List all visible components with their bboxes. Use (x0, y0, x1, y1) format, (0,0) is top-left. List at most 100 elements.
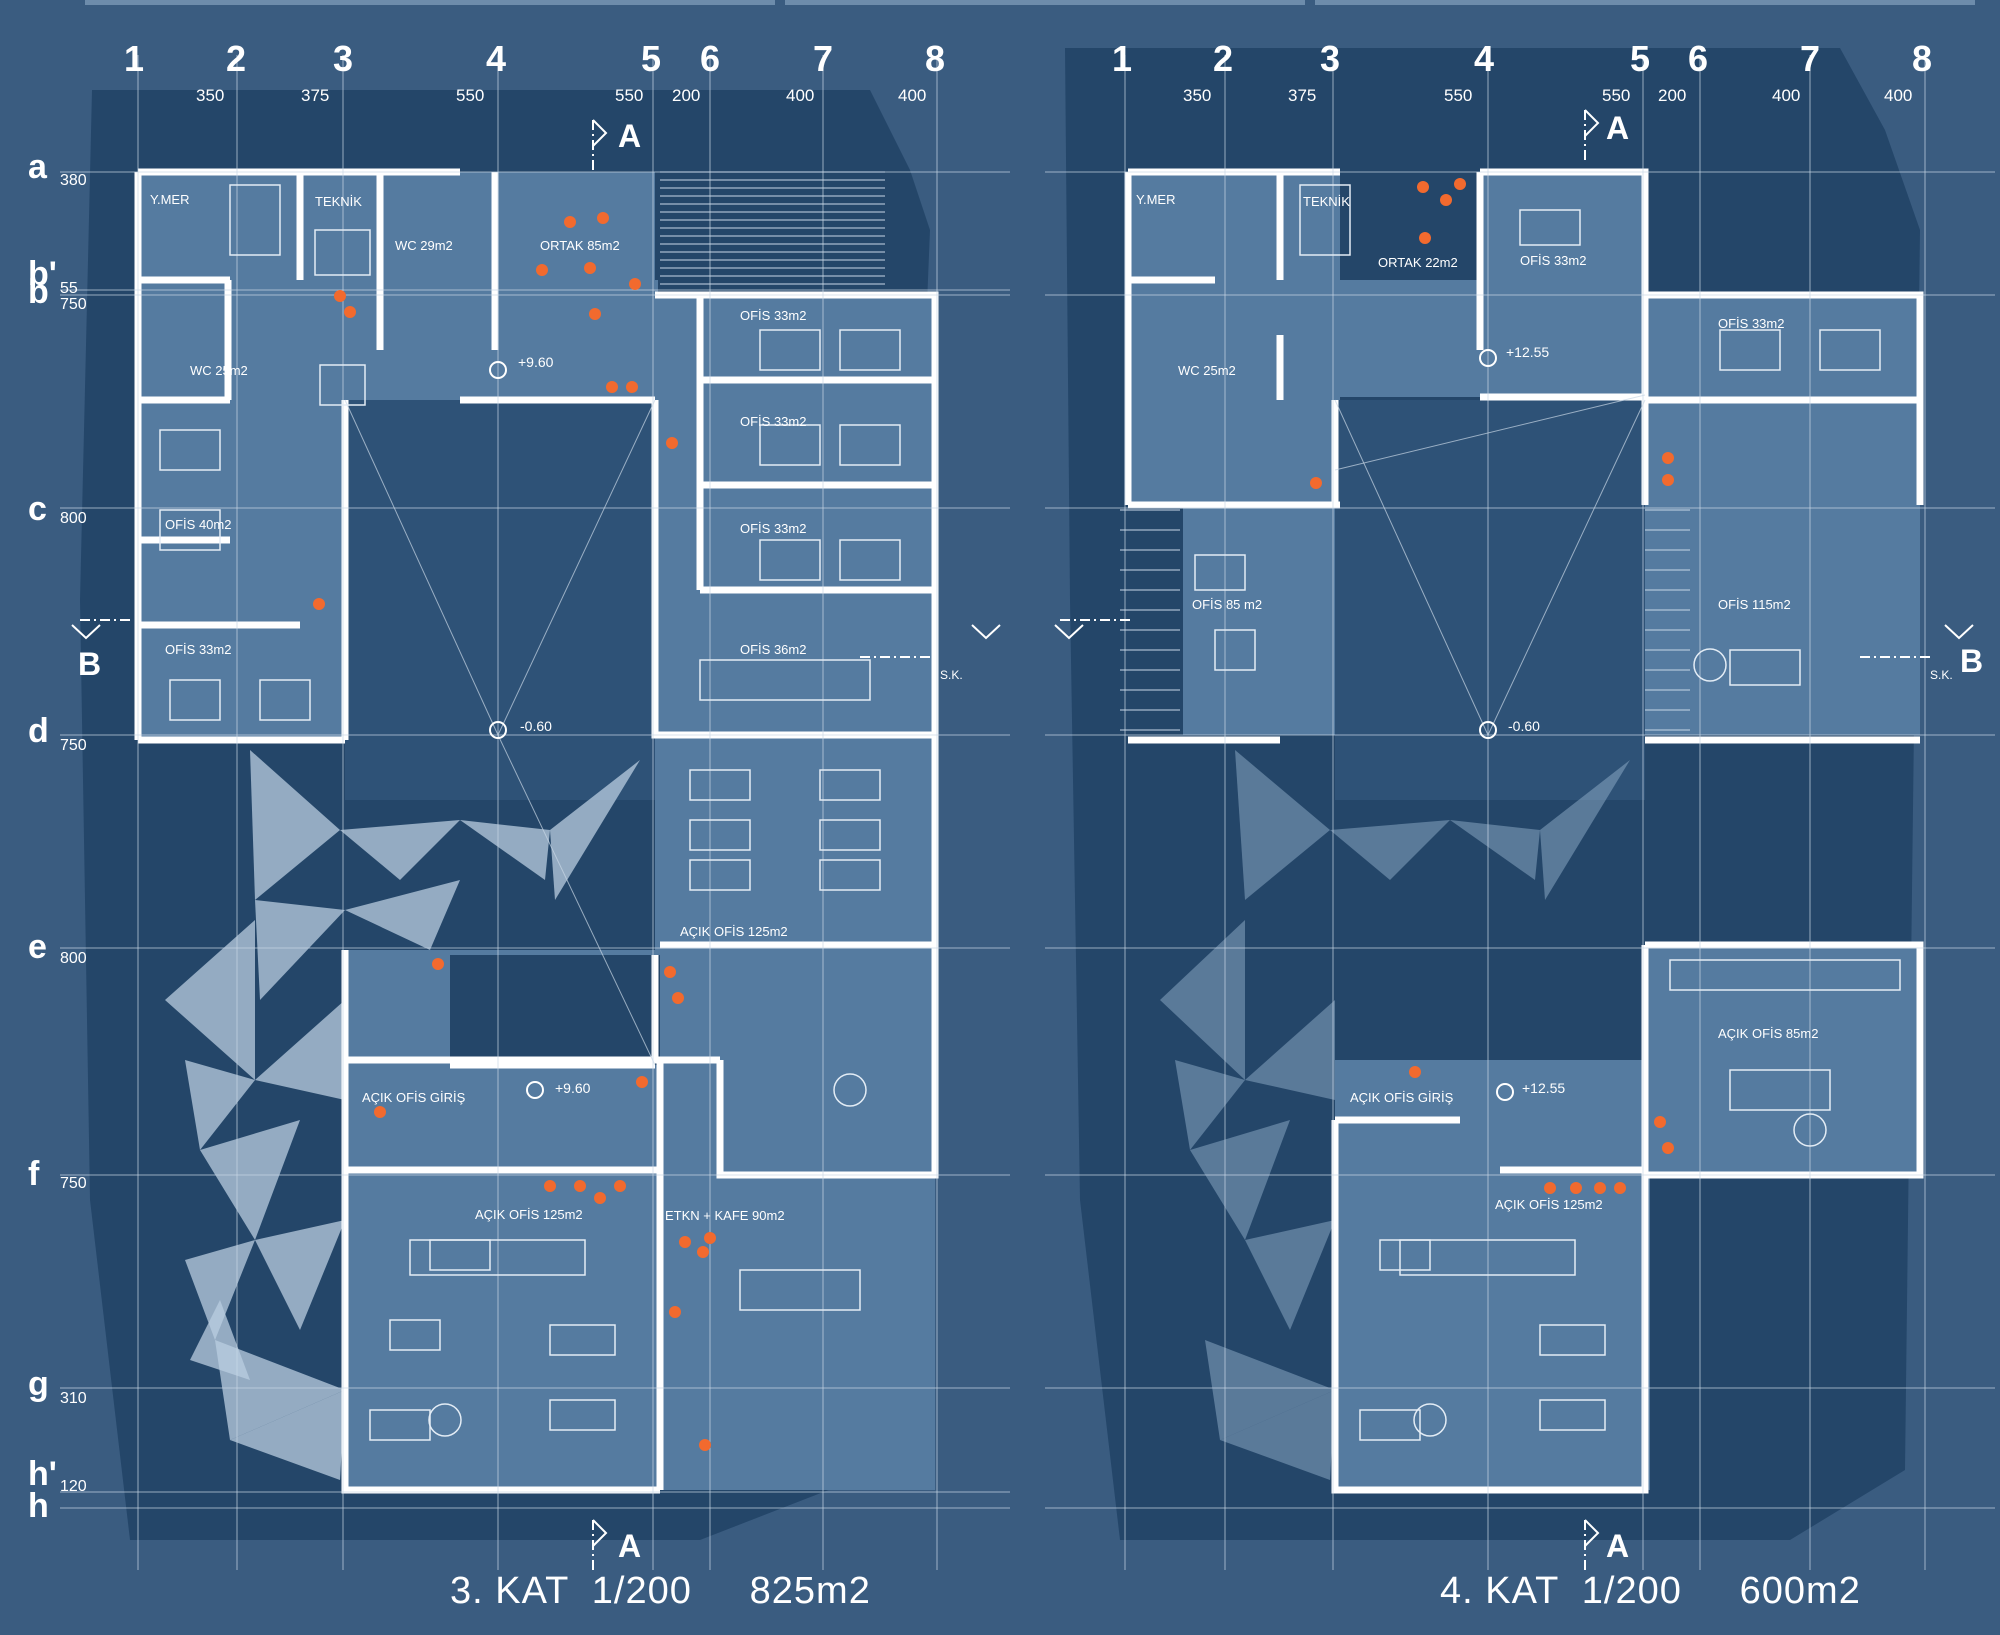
plan-3-kat (60, 55, 1010, 1570)
axis-col-7: 7 (813, 38, 834, 79)
room-label: AÇIK OFİS 125m2 (475, 1207, 583, 1222)
axis-col-1: 1 (124, 38, 145, 79)
room-label: AÇIK OFİS GİRİŞ (1350, 1090, 1454, 1105)
room-label: Y.MER (1136, 192, 1176, 207)
plan-4-kat (1045, 48, 1995, 1570)
row-dim-9: 120 (60, 1478, 87, 1495)
axis-dim-1: 350 (196, 86, 225, 105)
axis-dim-4: 550 (615, 86, 644, 105)
axis-row-f: f (28, 1155, 40, 1193)
room-label: OFİS 33m2 (1520, 253, 1587, 268)
facade-triangles (165, 750, 640, 1480)
room-label: WC 25m2 (190, 363, 248, 378)
room-label: OFİS 85 m2 (1192, 597, 1263, 612)
axis-col-1: 1 (1112, 38, 1133, 79)
occupant-markers (313, 212, 716, 1451)
axis-row-b-prime: b' (28, 255, 57, 293)
room-label: OFİS 33m2 (740, 414, 807, 429)
axis-row-h: h (28, 1487, 49, 1525)
section-a-top: A (1606, 110, 1630, 146)
plan-title-4-kat: 4. KAT 1/200 600m2 (1440, 1570, 1861, 1612)
occupant-markers (1310, 178, 1674, 1194)
stair-hatch (1120, 509, 1690, 731)
axis-col-2: 2 (1213, 38, 1234, 79)
room-label: ETKN + KAFE 90m2 (665, 1208, 785, 1223)
axis-col-5: 5 (641, 38, 662, 79)
axis-dim-5: 200 (672, 86, 701, 105)
grid-lines (60, 55, 1010, 1570)
axis-col-3: 3 (1320, 38, 1341, 79)
axis-row-h-prime: h' (28, 1455, 57, 1493)
axis-dim-6: 400 (1772, 86, 1801, 105)
room-label: TEKNİK (315, 194, 362, 209)
room-label: AÇIK OFİS 125m2 (680, 924, 788, 939)
room-label: OFİS 40m2 (165, 517, 232, 532)
room-label: TEKNİK (1303, 194, 1350, 209)
axis-col-7: 7 (1800, 38, 1821, 79)
room-label: WC 29m2 (395, 238, 453, 253)
axis-row-c: c (28, 490, 47, 528)
row-dim-2: 55 (60, 280, 78, 297)
axis-col-3: 3 (333, 38, 354, 79)
row-dim-3: 750 (60, 296, 87, 313)
row-dim-8: 310 (60, 1390, 87, 1407)
room-label: ORTAK 85m2 (540, 238, 620, 253)
plan-title-3-kat: 3. KAT 1/200 825m2 (450, 1570, 871, 1612)
level-mark: -0.60 (520, 718, 552, 734)
room-label: AÇIK OFİS 125m2 (1495, 1197, 1603, 1212)
axis-col-2: 2 (226, 38, 247, 79)
row-dim-1: 380 (60, 172, 87, 189)
section-b-left: B (78, 646, 102, 682)
axis-row-b: b (28, 273, 49, 311)
axis-row-a: a (28, 148, 47, 186)
axis-dim-4: 550 (1602, 86, 1631, 105)
axis-dim-6: 400 (786, 86, 815, 105)
section-sk-label: S.K. (940, 668, 963, 682)
axis-col-4: 4 (486, 38, 507, 79)
axis-dim-7: 400 (1884, 86, 1913, 105)
room-label: Y.MER (150, 192, 190, 207)
axis-dim-3: 550 (456, 86, 485, 105)
level-symbols (1479, 349, 1514, 1101)
section-a-top: A (618, 118, 642, 154)
room-label: OFİS 36m2 (740, 642, 807, 657)
room-label: OFİS 33m2 (1718, 316, 1785, 331)
facade-triangles (1160, 750, 1630, 1480)
level-mark: +12.55 (1522, 1080, 1566, 1096)
axis-col-6: 6 (1688, 38, 1709, 79)
row-dim-6: 800 (60, 950, 87, 967)
axis-col-6: 6 (700, 38, 721, 79)
room-label: OFİS 33m2 (165, 642, 232, 657)
furniture (159, 184, 901, 1441)
section-sk-label: S.K. (1930, 668, 1953, 682)
level-symbols (489, 361, 544, 1099)
room-label: OFİS 33m2 (740, 308, 807, 323)
room-label: ORTAK 22m2 (1378, 255, 1458, 270)
axis-row-e: e (28, 928, 47, 966)
grid-lines (1045, 55, 1995, 1570)
section-a-bottom: A (618, 1528, 642, 1564)
axis-col-8: 8 (925, 38, 946, 79)
axis-dim-2: 375 (301, 86, 330, 105)
section-markers (1054, 109, 1974, 1547)
section-markers (71, 119, 1001, 1547)
level-mark: +12.55 (1506, 344, 1550, 360)
axis-col-4: 4 (1474, 38, 1495, 79)
row-dim-5: 750 (60, 737, 87, 754)
axis-col-5: 5 (1630, 38, 1651, 79)
room-label: AÇIK OFİS 85m2 (1718, 1026, 1819, 1041)
furniture (1194, 184, 1901, 1441)
section-b-right: B (1960, 643, 1984, 679)
axis-dim-2: 375 (1288, 86, 1317, 105)
row-dim-7: 750 (60, 1175, 87, 1192)
room-label: AÇIK OFİS GİRİŞ (362, 1090, 466, 1105)
axis-dim-7: 400 (898, 86, 927, 105)
row-dim-4: 800 (60, 510, 87, 527)
axis-dim-5: 200 (1658, 86, 1687, 105)
section-a-bottom: A (1606, 1528, 1630, 1564)
axis-col-8: 8 (1912, 38, 1933, 79)
level-mark: +9.60 (555, 1080, 591, 1096)
level-mark: +9.60 (518, 354, 554, 370)
room-label: WC 25m2 (1178, 363, 1236, 378)
